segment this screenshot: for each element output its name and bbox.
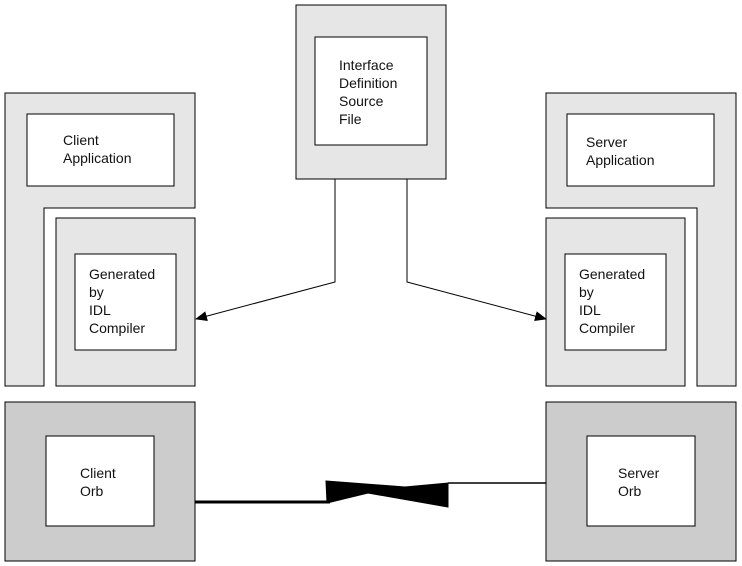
server-application-panel: Server Application xyxy=(545,92,737,387)
server-application-label: Server Application xyxy=(586,134,655,168)
client-orb-panel: Client Orb xyxy=(4,401,196,562)
idl-to-client-stub-arrow xyxy=(195,179,336,322)
client-stub-box xyxy=(74,253,177,351)
server-orb-box xyxy=(586,435,696,527)
network-link xyxy=(195,480,546,508)
server-skeleton-panel: Generated by IDL Compiler xyxy=(545,217,686,387)
client-stub-panel: Generated by IDL Compiler xyxy=(55,217,196,387)
server-skeleton-box xyxy=(564,253,667,351)
lightning-bolt-icon xyxy=(325,480,449,508)
idl-to-server-skeleton-arrow xyxy=(406,179,547,322)
client-application-label: Client Application xyxy=(63,132,132,166)
client-application-box xyxy=(26,113,175,187)
client-stub-label: Generated by IDL Compiler xyxy=(89,266,159,336)
idl-source-label: Interface Definition Source File xyxy=(339,57,401,127)
server-orb-panel: Server Orb xyxy=(545,401,737,562)
idl-source-box xyxy=(314,36,428,146)
server-skeleton-label: Generated by IDL Compiler xyxy=(579,266,649,336)
server-application-box xyxy=(566,113,715,187)
client-application-panel: Client Application xyxy=(4,92,196,387)
client-orb-box xyxy=(45,435,155,527)
server-orb-label: Server Orb xyxy=(618,465,663,499)
idl-source-panel: Interface Definition Source File xyxy=(295,4,447,180)
client-orb-label: Client Orb xyxy=(80,465,120,499)
